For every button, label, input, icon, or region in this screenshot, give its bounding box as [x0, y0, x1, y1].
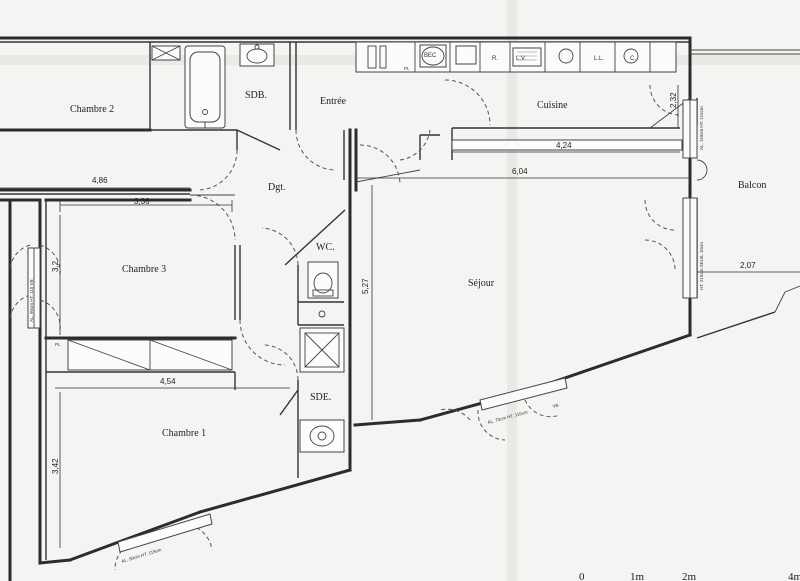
label-ll: L.L. — [594, 56, 604, 62]
label-vb-sejour: VB — [552, 403, 559, 409]
water-heater-icon — [419, 44, 447, 68]
scale-label-0: 0 — [579, 571, 585, 581]
scale-bar: 0 1m 2m 4m — [579, 571, 800, 581]
dimension-4-54: 4,54 — [160, 377, 176, 386]
hob-icon — [558, 48, 574, 64]
sink-icon — [299, 419, 345, 453]
label-window-chambre3: AL. 90cm HT. 115 VB — [29, 279, 34, 322]
label-bec: BEC — [424, 53, 437, 59]
dimension-6-04: 6,04 — [512, 167, 528, 176]
label-r: R. — [492, 56, 498, 62]
dimension-4-86: 4,86 — [92, 176, 108, 185]
window-chambre1 — [117, 513, 213, 553]
dimension-labels: 4,86 3,36 3,2 4,54 3,42 5,27 4,24 6,04 2… — [51, 92, 756, 474]
appliance-labels: BEC R. L.V. L.L. C. PL PL — [55, 53, 636, 347]
dimension-4-24: 4,24 — [556, 141, 572, 150]
windows — [27, 99, 708, 553]
room-label-cuisine: Cuisine — [537, 100, 568, 111]
label-window-kitchen: AL. 110cm HT. 115cm — [699, 106, 704, 150]
room-label-balcon: Balcon — [738, 180, 766, 191]
walls — [0, 36, 800, 581]
dimension-5-27: 5,27 — [361, 278, 370, 294]
sink-icon — [239, 43, 275, 67]
dimension-3-2: 3,2 — [51, 260, 60, 272]
window-sejour — [479, 377, 568, 411]
dimension-lines — [0, 85, 800, 548]
room-label-wc: WC. — [316, 242, 335, 253]
kitchen-fixtures — [355, 41, 691, 151]
room-label-entree: Entrée — [320, 96, 347, 107]
scale-label-2m: 2m — [682, 571, 697, 581]
label-lv: L.V. — [516, 56, 526, 62]
label-c: C. — [630, 56, 636, 62]
room-label-sejour: Séjour — [468, 278, 495, 289]
room-label-sde: SDE. — [310, 392, 331, 403]
scale-label-4m: 4m — [788, 571, 800, 581]
dimension-2-32: 2,32 — [669, 92, 678, 108]
sdb-fixtures — [151, 43, 275, 129]
window-labels: AL. 110cm HT. 115cm HT. 215cm SEUIL 10cm… — [29, 106, 704, 564]
cooktop-icon — [623, 48, 639, 64]
room-label-chambre3: Chambre 3 — [122, 264, 166, 275]
room-label-chambre1: Chambre 1 — [162, 428, 206, 439]
dimension-3-36: 3,36 — [134, 197, 150, 206]
wc-fixtures — [307, 261, 339, 318]
label-window-balcony: HT. 215cm SEUIL 10cm — [699, 242, 704, 290]
wardrobe-chambre3 — [67, 339, 233, 371]
dimension-2-07: 2,07 — [740, 261, 756, 270]
room-label-dgt: Dgt. — [268, 182, 286, 193]
kitchen-counter-low — [451, 139, 683, 151]
room-labels: Chambre 2 SDB. Entrée Cuisine Dgt. Balco… — [70, 90, 766, 439]
label-pl-chambre3: PL — [55, 342, 61, 347]
door-swings — [9, 79, 681, 571]
dishwasher-icon — [512, 47, 542, 67]
room-label-chambre2: Chambre 2 — [70, 104, 114, 115]
label-pl-kitchen: PL — [404, 66, 410, 71]
room-label-sdb: SDB. — [245, 90, 267, 101]
scale-label-1m: 1m — [630, 571, 645, 581]
dimension-3-42: 3,42 — [51, 458, 60, 474]
sink-icon — [455, 45, 477, 65]
sde-fixtures — [299, 327, 345, 453]
